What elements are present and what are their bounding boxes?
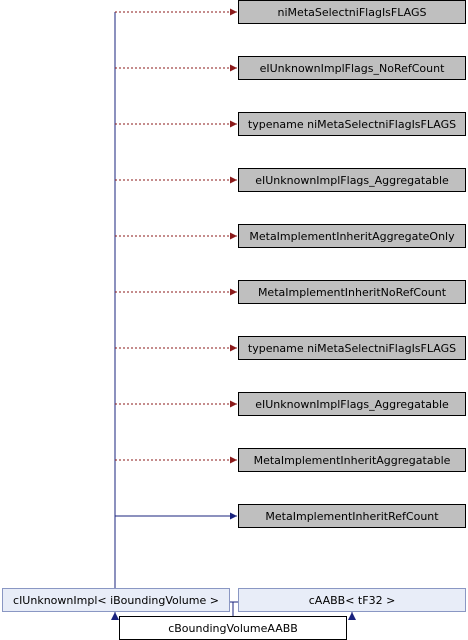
template-arg-node[interactable]: eIUnknownImplFlags_NoRefCount [238, 56, 466, 80]
base-class-node-iunknownimpl[interactable]: cIUnknownImpl< iBoundingVolume > [2, 588, 230, 612]
template-arg-node[interactable]: typename niMetaSelectniFlagIsFLAGS [238, 336, 466, 360]
base-class-node-caabb[interactable]: cAABB< tF32 > [238, 588, 466, 612]
template-arg-node[interactable]: typename niMetaSelectniFlagIsFLAGS [238, 112, 466, 136]
inherit-arrowhead [348, 612, 356, 620]
template-arg-node[interactable]: MetaImplementInheritRefCount [238, 504, 466, 528]
template-arg-node[interactable]: MetaImplementInheritAggregatable [238, 448, 466, 472]
derived-class-node[interactable]: cBoundingVolumeAABB [119, 616, 347, 640]
template-arg-node[interactable]: MetaImplementInheritAggregateOnly [238, 224, 466, 248]
inherit-arrowhead [111, 612, 119, 620]
template-arg-node[interactable]: eIUnknownImplFlags_Aggregatable [238, 392, 466, 416]
template-arg-node[interactable]: MetaImplementInheritNoRefCount [238, 280, 466, 304]
template-arg-node[interactable]: niMetaSelectniFlagIsFLAGS [238, 0, 466, 24]
template-arg-node[interactable]: eIUnknownImplFlags_Aggregatable [238, 168, 466, 192]
